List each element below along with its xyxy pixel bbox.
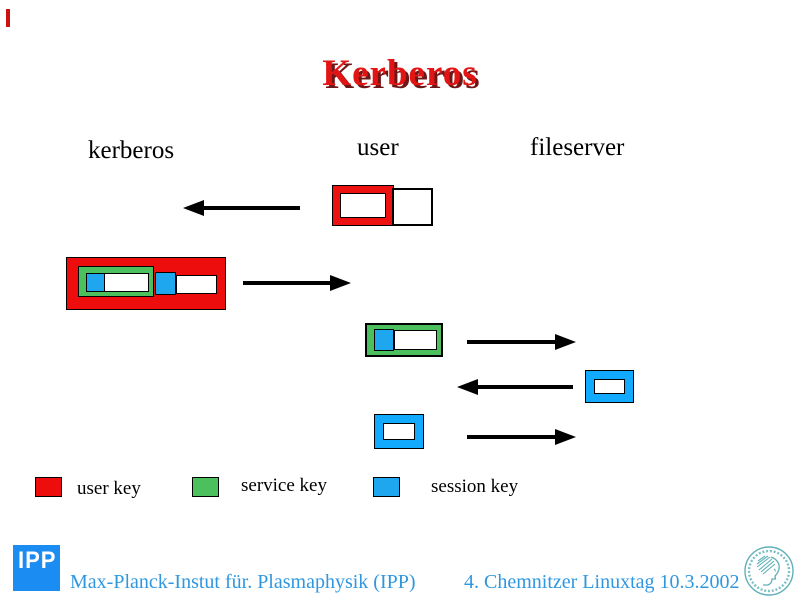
session-key-chip-3 bbox=[374, 329, 394, 351]
legend-label-session-key: session key bbox=[431, 476, 519, 497]
ipp-logo: IPP bbox=[13, 545, 60, 591]
mpg-minerva-logo-icon bbox=[743, 545, 795, 597]
legend-swatch-user-key bbox=[35, 477, 62, 497]
column-label-fileserver: fileserver bbox=[530, 134, 625, 161]
slide-progress-mark bbox=[6, 9, 10, 27]
arrow-kerberos-to-user bbox=[243, 281, 330, 285]
ticket-data-box-2 bbox=[176, 275, 217, 294]
session-key-frame-box-fileserver bbox=[586, 371, 633, 402]
ticket-data-box-3 bbox=[394, 330, 437, 350]
arrow-user-to-fileserver-2 bbox=[467, 435, 555, 439]
legend-label-user-key: user key bbox=[77, 478, 141, 499]
legend-label-service-key: service key bbox=[241, 475, 327, 496]
institute-name: Max-Planck-Instut für. Plasmaphysik (IPP… bbox=[70, 571, 416, 593]
session-key-frame-box-user bbox=[375, 415, 423, 448]
column-label-user: user bbox=[357, 134, 399, 161]
ipp-logo-text: IPP bbox=[18, 546, 57, 574]
arrow-fileserver-to-user bbox=[478, 385, 573, 389]
user-key-frame-box bbox=[333, 186, 393, 225]
legend-swatch-session-key bbox=[373, 477, 400, 497]
page-title: Kerberos bbox=[322, 53, 478, 94]
session-key-chip-2 bbox=[155, 272, 176, 295]
session-key-chip-1 bbox=[86, 273, 105, 292]
event-name: 4. Chemnitzer Linuxtag 10.3.2002 bbox=[464, 571, 740, 593]
arrow-user-to-kerberos bbox=[204, 206, 300, 210]
column-label-kerberos: kerberos bbox=[88, 137, 175, 164]
ticket-data-box-1 bbox=[104, 273, 149, 292]
arrow-user-to-fileserver bbox=[467, 340, 555, 344]
legend-swatch-service-key bbox=[192, 477, 219, 497]
plain-request-box bbox=[392, 188, 433, 226]
